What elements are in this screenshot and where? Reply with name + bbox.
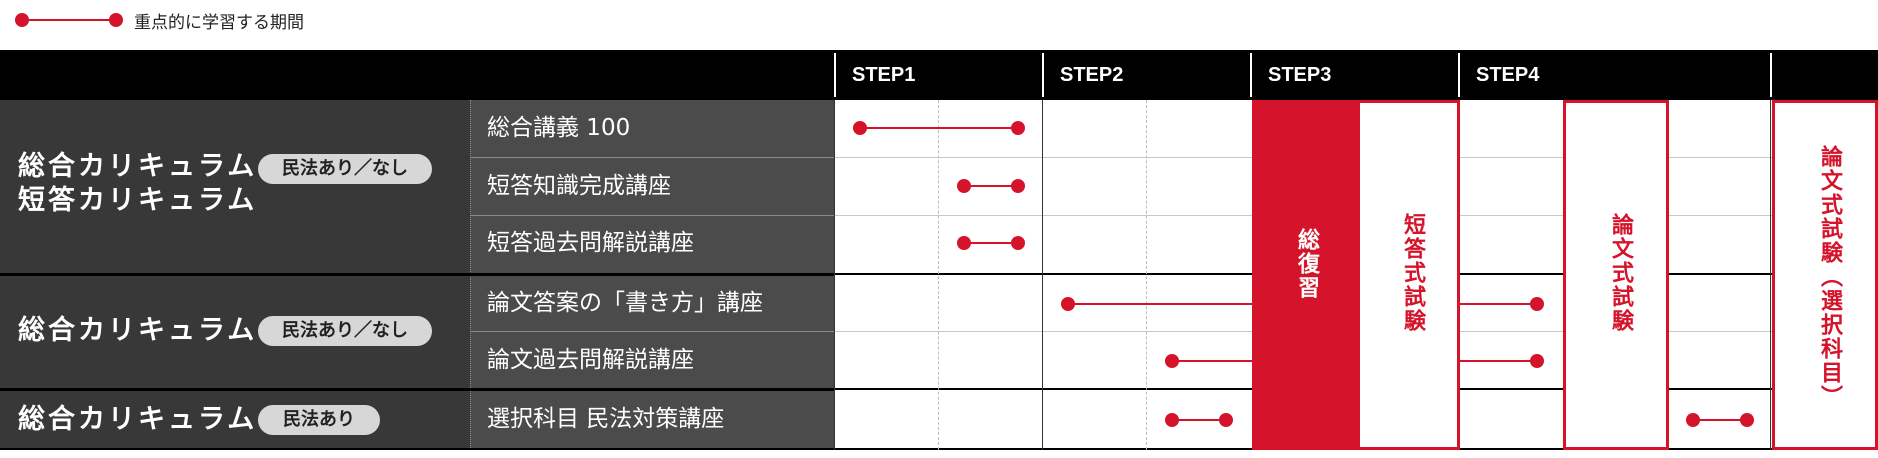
step-label-3: STEP3 [1268,64,1332,86]
essay-exam-block: 論文式試験 [1563,100,1669,450]
grid-bottom-line [0,448,1878,450]
legend-label: 重点的に学習する期間 [134,12,304,33]
course-row-4: 論文答案の「書き方」講座 [487,290,763,316]
timeline-end-dot [1011,121,1025,135]
timeline-bar [964,242,1017,244]
timeline-bar [1693,419,1746,421]
timeline-end-dot [1011,236,1025,250]
timeline-bar [1172,419,1225,421]
timeline-end-dot [1011,179,1025,193]
course-row-2: 短答知識完成講座 [487,173,671,199]
group-divider [0,388,834,391]
course-row-1: 総合講義 100 [487,115,631,141]
timeline-bar [860,127,1018,129]
timeline-start-dot [853,121,867,135]
curriculum-group-2: 総合カリキュラム 民法あり／なし [0,276,470,388]
step-divider [1458,53,1460,97]
course-row-6: 選択科目 民法対策講座 [487,406,725,432]
group-title-line1: 総合カリキュラム [18,404,258,435]
timeline-start-dot [1061,297,1075,311]
step-divider [1042,53,1044,97]
short-exam-label: 短答式試験 [1400,213,1425,333]
step-divider [834,53,836,97]
essay-exam-elective-label: 論文式試験（選択科目） [1817,145,1842,409]
timeline-bar [1172,360,1252,362]
step-label-2: STEP2 [1060,64,1124,86]
short-exam-block: 短答式試験 [1357,100,1460,450]
badge: 民法あり／なし [258,154,432,184]
step-label-1: STEP1 [852,64,916,86]
step-label-4: STEP4 [1476,64,1540,86]
timeline-bar [1460,303,1537,305]
row-divider [470,157,834,158]
legend: 重点的に学習する期間 [14,8,304,33]
step-header [0,50,1878,100]
review-block: 総復習 [1252,100,1357,450]
course-row-5: 論文過去問解説講座 [487,347,694,373]
badge: 民法あり／なし [258,316,432,346]
timeline-bar [1068,303,1252,305]
step-divider [1250,53,1252,97]
course-row-3: 短答過去問解説講座 [487,230,694,256]
step-divider [1770,53,1772,97]
essay-exam-label: 論文式試験 [1608,213,1633,333]
curriculum-group-1: 総合カリキュラム 短答カリキュラム 民法あり／なし [0,100,470,273]
timeline-end-dot [1530,297,1544,311]
timeline-end-dot [1219,413,1233,427]
grid-half-line [1146,100,1147,450]
timeline-bar [1460,360,1537,362]
timeline-start-dot [1686,413,1700,427]
grid-step-line [834,100,835,450]
grid-step-line [1770,100,1771,450]
timeline-start-dot [957,236,971,250]
legend-line-icon [14,8,124,32]
timeline-bar [964,185,1017,187]
group-title-line1: 総合カリキュラム [18,151,258,182]
timeline-start-dot [1165,354,1179,368]
group-divider [0,273,834,276]
group-title-line1: 総合カリキュラム [18,315,258,346]
row-divider [470,215,834,216]
timeline-end-dot [1530,354,1544,368]
timeline-start-dot [957,179,971,193]
timeline-start-dot [1165,413,1179,427]
curriculum-group-3: 総合カリキュラム 民法あり [0,391,470,450]
group-title-line2: 短答カリキュラム [18,185,258,216]
grid-step-line [1042,100,1043,450]
essay-exam-elective-block: 論文式試験（選択科目） [1772,100,1878,450]
badge: 民法あり [258,405,380,435]
timeline-end-dot [1740,413,1754,427]
row-divider [470,331,834,332]
review-label: 総復習 [1294,228,1319,300]
grid-half-line [938,100,939,450]
